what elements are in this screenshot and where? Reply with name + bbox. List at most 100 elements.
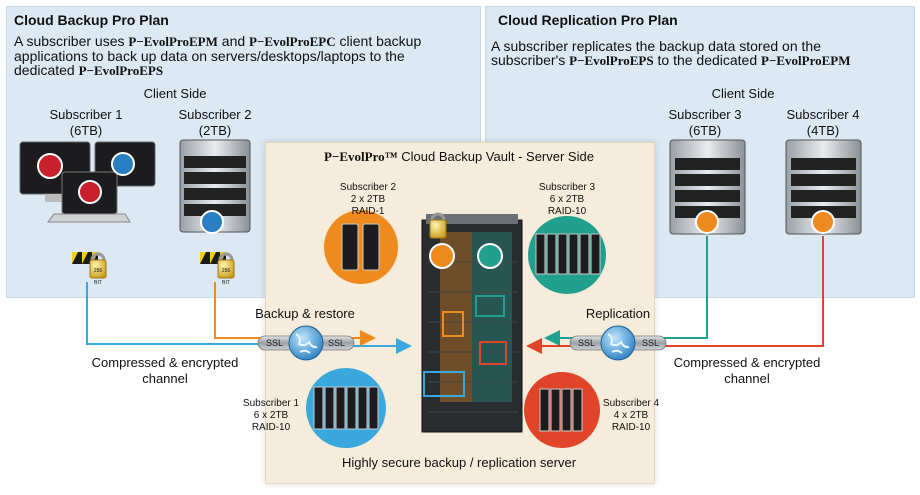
subscriber-4-line [660, 236, 824, 347]
subscriber-3-slot-highlight [475, 295, 505, 317]
disk-icons [313, 386, 379, 430]
label-line: Subscriber 3 [538, 182, 596, 193]
desc-text: to the dedicated [653, 52, 762, 68]
vault-title: P−EvolPro™ Cloud Backup Vault - Server S… [265, 149, 653, 165]
globe-continents [607, 333, 630, 354]
subscriber-4-label: Subscriber 4 (4TB) [773, 107, 873, 139]
client-side-label-left: Client Side [143, 86, 207, 101]
vault-subscriber-1-label: Subscriber 1 6 x 2TB RAID-10 [236, 398, 306, 434]
replication-logo-icon [477, 243, 503, 269]
subscriber-2-label: Subscriber 2 (2TB) [165, 107, 265, 139]
brand-epc: P−EvolProEPC [249, 34, 336, 49]
brand-epm: P−EvolProEPM [761, 53, 851, 68]
epc-logo-icon [111, 152, 135, 176]
desc-text: A subscriber uses [14, 33, 129, 49]
ssl-label: SSL [328, 338, 346, 348]
desc-text: applications to back up data on servers/… [14, 48, 405, 64]
padlock-icon [72, 252, 107, 279]
label-line: 6 x 2TB [549, 194, 585, 205]
central-server-rack [421, 212, 523, 433]
label-line: 4 x 2TB [613, 410, 649, 421]
replication-plan-description: A subscriber replicates the backup data … [491, 39, 901, 68]
eps-logo-icon [695, 210, 719, 234]
channel-label-right: Compressed & encrypted channel [662, 355, 832, 387]
disk-icons [535, 233, 601, 275]
brand-eps: P−EvolProEPS [569, 53, 654, 68]
subscriber-2-disk-array [324, 210, 398, 284]
subscriber-2-server [179, 139, 251, 234]
label-line: Subscriber 4 [602, 398, 660, 409]
subscriber-size: (6TB) [69, 123, 103, 138]
channel-text: Compressed & encrypted [673, 355, 821, 370]
subscriber-name: Subscriber 4 [786, 107, 860, 122]
subscriber-3-server [669, 139, 746, 235]
vault-subscriber-2-label: Subscriber 2 2 x 2TB RAID-1 [333, 182, 403, 218]
label-line: Subscriber 2 [339, 182, 397, 193]
channel-text: channel [724, 371, 770, 386]
subscriber-4-server [785, 139, 862, 235]
desc-text: dedicated [14, 62, 79, 78]
subscriber-name: Subscriber 3 [668, 107, 742, 122]
subscriber-1-slot-highlight [423, 371, 465, 397]
label-line: 6 x 2TB [253, 410, 289, 421]
vault-subscriber-4-label: Subscriber 4 4 x 2TB RAID-10 [596, 398, 666, 434]
epm-logo-icon [78, 180, 102, 204]
brand-evolpro: P−EvolPro™ [324, 149, 398, 164]
subscriber-2-slot-highlight [442, 311, 464, 337]
brand-eps: P−EvolProEPS [78, 63, 164, 78]
desc-text: subscriber's [491, 52, 570, 68]
ssl-label: SSL [266, 338, 284, 348]
subscriber-1-label: Subscriber 1 (6TB) [36, 107, 136, 139]
subscriber-name: Subscriber 2 [178, 107, 252, 122]
backup-plan-title: Cloud Backup Pro Plan [14, 12, 169, 28]
channel-text: Compressed & encrypted [91, 355, 239, 370]
replication-label: Replication [585, 306, 651, 321]
ssl-label: SSL [578, 338, 596, 348]
desc-text: and [217, 33, 250, 49]
subscriber-name: Subscriber 1 [49, 107, 123, 122]
globe-icon [600, 325, 636, 361]
brand-epm: P−EvolProEPM [128, 34, 218, 49]
subscriber-3-disk-array [528, 216, 606, 294]
ssl-label: SSL [642, 338, 660, 348]
subscriber-3-label: Subscriber 3 (6TB) [655, 107, 755, 139]
subscriber-4-disk-array [524, 372, 600, 448]
rack-top [426, 214, 518, 224]
subscriber-2-line [214, 282, 270, 339]
vault-bottom-caption: Highly secure backup / replication serve… [341, 455, 577, 470]
replication-plan-title: Cloud Replication Pro Plan [498, 12, 678, 28]
globe-icon [288, 325, 324, 361]
desktop-stand [45, 194, 65, 202]
disk-icon [341, 223, 359, 271]
eps-logo-icon [429, 243, 455, 269]
client-side-label-right: Client Side [711, 86, 775, 101]
subscriber-size: (6TB) [688, 123, 722, 138]
disk-icons [539, 388, 583, 432]
desc-text: A subscriber replicates the backup data … [491, 38, 821, 54]
backup-restore-label: Backup & restore [255, 306, 355, 321]
backup-plan-description: A subscriber uses P−EvolProEPM and P−Evo… [14, 34, 474, 78]
channel-text: channel [142, 371, 188, 386]
server-bays [184, 156, 246, 216]
label-line: RAID-1 [351, 206, 385, 217]
label-line: Subscriber 1 [242, 398, 300, 409]
subscriber-3-line [660, 236, 708, 339]
subscriber-1-disk-array [306, 368, 386, 448]
subscriber-1-devices [19, 141, 156, 223]
disk-icon [362, 223, 380, 271]
subscriber-size: (4TB) [806, 123, 840, 138]
lock-strength-label: 256 BIT [221, 268, 231, 286]
label-line: RAID-10 [547, 206, 587, 217]
vault-subscriber-3-label: Subscriber 3 6 x 2TB RAID-10 [532, 182, 602, 218]
epm-logo-icon [37, 153, 63, 179]
vault-title-text: Cloud Backup Vault - Server Side [397, 149, 594, 164]
disk-array-badge [324, 210, 398, 284]
epc-logo-icon [200, 210, 224, 234]
label-line: 2 x 2TB [350, 194, 386, 205]
label-line: RAID-10 [251, 422, 291, 433]
subscriber-4-slot-highlight [479, 341, 507, 365]
channel-label-left: Compressed & encrypted channel [80, 355, 250, 387]
globe-continents [295, 333, 318, 354]
label-line: RAID-10 [611, 422, 651, 433]
